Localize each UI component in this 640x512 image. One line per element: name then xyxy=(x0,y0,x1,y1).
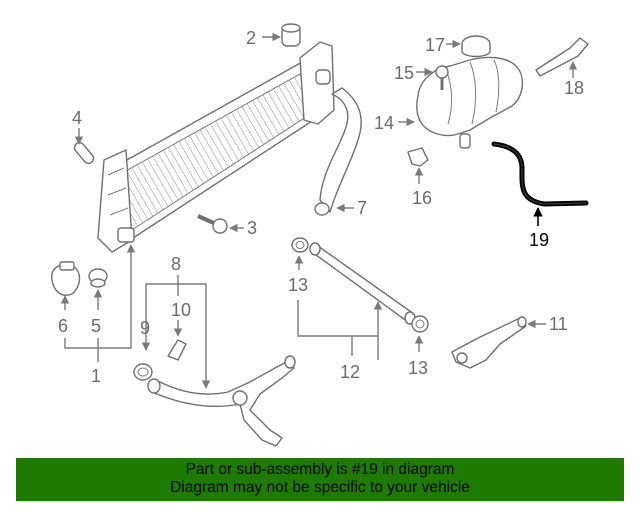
callout-11: 11 xyxy=(549,314,568,334)
callout-10: 10 xyxy=(171,300,191,320)
part-14-reservoir xyxy=(416,56,523,137)
part-13-oring-b xyxy=(411,315,429,333)
radiator xyxy=(97,41,335,253)
callout-6: 6 xyxy=(58,316,68,336)
part-10-clip xyxy=(167,339,187,361)
part-13-oring-a xyxy=(291,237,309,253)
callout-9: 9 xyxy=(140,318,150,338)
part-11-outlet xyxy=(451,317,527,369)
part-19-hose xyxy=(491,141,589,207)
part-7-upper-hose xyxy=(319,87,362,213)
part-15-bolt xyxy=(435,65,449,79)
info-banner: Part or sub-assembly is #19 in diagram D… xyxy=(16,458,624,501)
callout-15: 15 xyxy=(394,63,414,83)
part-12-tube xyxy=(311,245,415,323)
part-9-oring xyxy=(133,363,153,381)
part-16-bracket xyxy=(407,147,429,167)
banner-line-1: Part or sub-assembly is #19 in diagram xyxy=(185,461,455,478)
callout-18: 18 xyxy=(564,78,584,98)
part-3-bolt xyxy=(197,214,228,234)
callout-7: 7 xyxy=(357,198,367,218)
part-4-hose xyxy=(73,141,95,165)
part-2-plug xyxy=(281,23,301,47)
banner-line-2: Diagram may not be specific to your vehi… xyxy=(170,479,470,496)
callout-12: 12 xyxy=(340,362,360,382)
callout-3: 3 xyxy=(247,218,257,238)
callout-1: 1 xyxy=(91,366,101,386)
callout-17: 17 xyxy=(425,35,445,55)
part-18-hose xyxy=(535,37,589,77)
callout-13a: 13 xyxy=(288,275,308,295)
callout-13b: 13 xyxy=(408,358,428,378)
callout-19: 19 xyxy=(529,230,549,250)
callout-5: 5 xyxy=(91,316,101,336)
callout-14: 14 xyxy=(374,113,394,133)
callout-16: 16 xyxy=(412,188,432,208)
callout-2: 2 xyxy=(246,28,256,48)
part-6-sensor xyxy=(51,264,81,296)
callout-4: 4 xyxy=(72,108,82,128)
callout-8: 8 xyxy=(171,254,181,274)
lower-hose xyxy=(151,359,295,447)
